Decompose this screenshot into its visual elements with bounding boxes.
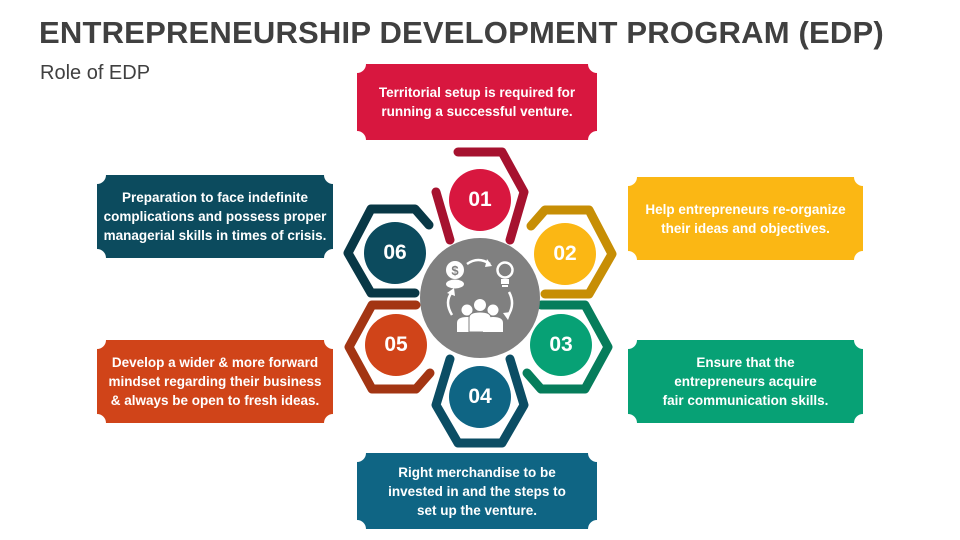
step-text-06: Preparation to face indefinite complicat…	[103, 190, 327, 243]
hex-frame-05	[344, 300, 435, 394]
money-idea-team-cycle-icon: $	[446, 258, 514, 333]
svg-text:$: $	[451, 263, 459, 278]
step-text-01: Territorial setup is required for runnin…	[378, 85, 576, 119]
page-subtitle: Role of EDP	[40, 62, 151, 84]
step-number-02: 02	[553, 242, 577, 265]
step-text-03: Ensure that the entrepreneurs acquire fa…	[662, 355, 829, 408]
step-number-04: 04	[468, 385, 492, 408]
hex-frame-03	[522, 300, 613, 394]
step-box-03	[628, 340, 863, 423]
step-box-01	[357, 64, 597, 140]
step-box-06	[97, 175, 333, 258]
step-box-05	[97, 340, 333, 423]
step-box-04	[357, 453, 597, 529]
step-number-05: 05	[384, 333, 408, 356]
step-number-01: 01	[468, 188, 492, 211]
center-hub: $	[420, 238, 540, 358]
step-number-03: 03	[549, 333, 573, 356]
step-text-05: Develop a wider & more forward mindset r…	[108, 355, 322, 408]
step-number-06: 06	[383, 241, 407, 264]
step-text-02: Help entrepreneurs re-organize their ide…	[645, 201, 846, 236]
hex-frame-06	[343, 204, 434, 298]
hex-frame-01	[431, 147, 529, 245]
hex-frame-02	[526, 205, 617, 299]
step-box-02	[628, 177, 863, 260]
hex-frame-04	[431, 354, 529, 448]
step-text-04: Right merchandise to be invested in and …	[388, 464, 566, 518]
page-title: ENTREPRENEURSHIP DEVELOPMENT PROGRAM (ED…	[39, 15, 884, 50]
